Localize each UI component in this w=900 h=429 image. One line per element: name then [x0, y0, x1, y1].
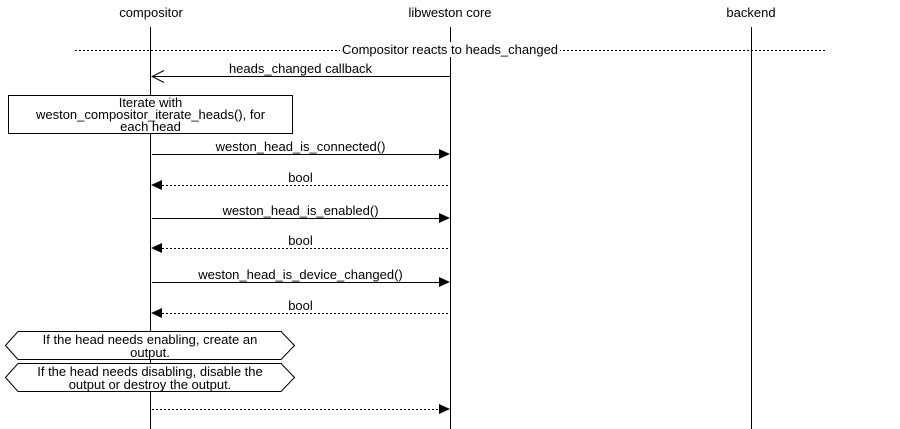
filled-arrowhead-left-icon: [151, 243, 162, 253]
participant-backend: backend: [726, 5, 776, 20]
return-label-bool-2: bool: [288, 233, 313, 248]
filled-arrowhead-right-icon: [439, 404, 450, 414]
hexagon-border: [5, 363, 295, 392]
message-line-is-enabled: [152, 218, 440, 219]
note-line: Iterate with: [118, 95, 183, 110]
lifeline-libweston-core: [450, 27, 451, 429]
message-label-heads-changed-callback: heads_changed callback: [228, 61, 373, 76]
filled-arrowhead-right-icon: [439, 277, 450, 287]
message-line-is-device-changed: [152, 282, 440, 283]
return-label-bool-3: bool: [288, 298, 313, 313]
condition-line: output.: [130, 345, 170, 360]
filled-arrowhead-left-icon: [151, 180, 162, 190]
participant-libweston-core: libweston core: [408, 5, 492, 20]
return-line-bool-1: [162, 185, 450, 186]
condition-note-disabling: If the head needs disabling, disable the…: [5, 363, 295, 392]
note-line: each head: [120, 119, 181, 134]
message-line-heads-changed-callback: [152, 76, 450, 77]
message-line-final-return: [152, 409, 440, 410]
message-label-is-device-changed: weston_head_is_device_changed(): [198, 267, 403, 282]
message-label-is-connected: weston_head_is_connected(): [215, 139, 386, 154]
condition-note-enabling: If the head needs enabling, create an ou…: [5, 331, 295, 360]
return-line-bool-2: [162, 248, 450, 249]
return-label-bool-1: bool: [288, 170, 313, 185]
divider: Compositor reacts to heads_changed: [250, 42, 650, 58]
note-line: weston_compositor_iterate_heads(), for: [35, 107, 266, 122]
divider-label: Compositor reacts to heads_changed: [339, 42, 561, 57]
lifeline-compositor: [150, 27, 151, 429]
filled-arrowhead-right-icon: [439, 149, 450, 159]
hexagon-border: [5, 331, 295, 360]
filled-arrowhead-right-icon: [439, 213, 450, 223]
condition-line: If the head needs enabling, create an: [42, 332, 258, 347]
participant-compositor: compositor: [119, 5, 183, 20]
filled-arrowhead-left-icon: [151, 308, 162, 318]
lifeline-backend: [751, 27, 752, 429]
condition-line: output or destroy the output.: [68, 377, 232, 392]
message-line-is-connected: [152, 154, 440, 155]
condition-line: If the head needs disabling, disable the: [37, 364, 263, 379]
return-line-bool-3: [162, 313, 450, 314]
open-arrowhead-left-icon: [151, 70, 165, 83]
message-label-is-enabled: weston_head_is_enabled(): [222, 203, 379, 218]
note-iterate-heads: Iterate with weston_compositor_iterate_h…: [8, 95, 293, 134]
